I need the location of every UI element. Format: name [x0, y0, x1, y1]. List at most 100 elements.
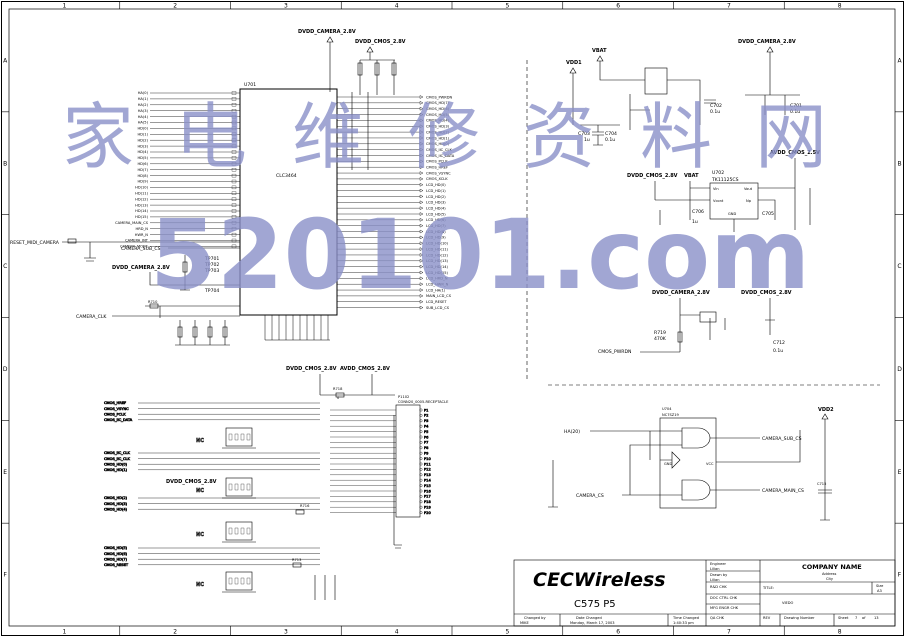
- u701-body: [239, 88, 338, 316]
- engineer-value: Lilian: [710, 567, 719, 571]
- row-label-right: C: [897, 263, 901, 270]
- rd-chk: R&D CHK: [710, 585, 727, 589]
- c715-label: C715: [817, 482, 826, 486]
- doc-chk: DOC CTRL CHK: [710, 596, 738, 600]
- connector-net-g4: CMOS_HD(5): [104, 546, 128, 550]
- u701-left-net: HA(0): [138, 91, 149, 95]
- rail-vbat-mid: VBAT: [684, 173, 699, 179]
- p1102-pin: P18: [424, 500, 431, 504]
- c703-label: C703: [578, 131, 590, 137]
- date-label: Date Changed: [576, 616, 602, 620]
- connector-net-g4: CMOS_RESET: [104, 563, 129, 567]
- size-value: A3: [877, 589, 882, 593]
- u701-right-net: LCD_RESET: [426, 300, 447, 304]
- drawn-label: Drawn by: [710, 573, 728, 577]
- nc-label: NC: [196, 488, 204, 494]
- u701-right-net: LCD_HD(11): [426, 247, 449, 251]
- u701-left-net: HA(1): [138, 97, 149, 101]
- p1102-pin: P11: [424, 462, 431, 466]
- time-value: 1:40:33 pm: [673, 621, 694, 625]
- u702-ref: U702: [712, 170, 724, 176]
- company-city: City: [826, 577, 834, 581]
- wm-url: 520101.com: [150, 199, 810, 311]
- u701-right-net: LCD_HD(2): [426, 195, 446, 199]
- u701-right-net: LCD_HD(6): [426, 218, 446, 222]
- connector-net-g1: CMOS_HREF: [104, 401, 126, 405]
- p1102-body: [395, 404, 421, 518]
- qa-chk: QA CHK: [710, 616, 725, 620]
- u701-right-net: LCD_HD(10): [426, 242, 449, 246]
- u701-right-net: LCD_HA(1): [426, 288, 446, 292]
- u701-right-net: SUB_LCD_CS: [426, 306, 450, 310]
- row-label-left: E: [3, 469, 7, 476]
- u701-right-net: LCD_HD(4): [426, 206, 446, 210]
- company-address: Address: [822, 572, 836, 576]
- rail-vbat-top: VBAT: [592, 48, 607, 54]
- logic-section: U704 NC7SZ19 HA(20) CAMERA_CS VCC GND CA…: [548, 407, 834, 521]
- sheet-value: 7: [855, 616, 857, 620]
- u701-right-net: CMOS_HD(3): [426, 125, 450, 129]
- u701-left-net: HD(10): [135, 186, 148, 190]
- u701-right-net: CMOS_HD(1): [426, 136, 450, 140]
- col-label-bottom: 7: [727, 629, 731, 636]
- watermark: 家 电 维 修 资 料 网 520101.com: [62, 95, 827, 311]
- rail-avdd-cmos-mid: AVDD_CMOS_2.8V: [340, 366, 390, 372]
- u701-left-net: HD(5): [137, 156, 148, 160]
- row-label-right: D: [897, 366, 902, 373]
- rail-dvdd-camera-right: DVDD_CAMERA_2.8V: [738, 39, 796, 45]
- r718-label: R718: [333, 387, 343, 391]
- rail-dvdd-cmos-mid: DVDD_CMOS_2.8V: [286, 366, 337, 372]
- wm-char-1: 电: [175, 95, 247, 179]
- col-label-bottom: 4: [395, 629, 399, 636]
- u701-right-net: LCD_HRD_N: [426, 277, 448, 281]
- out-sub-cs: CAMERA_SUB_CS: [762, 436, 802, 442]
- col-label-top: 4: [395, 3, 399, 10]
- row-label-left: D: [3, 366, 8, 373]
- u701-right-net: LCD_HD(15): [426, 271, 449, 275]
- u701-left-net: CAMERA_MAIN_CS: [115, 221, 149, 225]
- c712-value: 0.1u: [773, 348, 783, 354]
- u701-left-net: HD(8): [137, 174, 148, 178]
- cmos-pwrdn-net: CMOS_PWRDN: [598, 349, 631, 355]
- p1102-pin: P2: [424, 414, 428, 418]
- date-value: Monday, March 17, 2003: [570, 621, 615, 625]
- row-label-right: E: [898, 469, 902, 476]
- mfg-chk: MFG ENGR CHK: [710, 606, 739, 610]
- u701-left-net: HD(4): [137, 150, 148, 154]
- u701-left-net: HD(0): [137, 127, 148, 131]
- col-label-bottom: 1: [62, 629, 66, 636]
- u702-gnd: GND: [728, 212, 736, 216]
- col-label-top: 2: [173, 3, 177, 10]
- wm-char-6: 网: [755, 95, 827, 179]
- u701-left-net: HA(5): [138, 121, 149, 125]
- row-label-left: B: [3, 160, 7, 167]
- rail-dvdd-cmos-top: DVDD_CMOS_2.8V: [355, 39, 406, 45]
- r713-label: R713: [292, 558, 301, 562]
- u701-left-net: HWR_N: [135, 233, 149, 237]
- u701-right-net: CMOS_VSYNC: [426, 171, 451, 175]
- row-label-left: C: [3, 263, 7, 270]
- u701-ref: U701: [244, 82, 256, 88]
- connector-net-g2: CMOS_IIC_CLK: [104, 457, 130, 461]
- top-rails: DVDD_CAMERA_2.8V DVDD_CMOS_2.8V: [298, 29, 406, 170]
- u701-left-net: HA(3): [138, 109, 149, 113]
- u701-right-net: CMOS_HD(4): [426, 119, 450, 123]
- u701-right-pins: CMOS_PWRDNCMOS_HD(7)CMOS_HD(6)CMOS_HD(5)…: [337, 95, 455, 310]
- col-label-bottom: 3: [284, 629, 288, 636]
- p1102-pin: P3: [424, 419, 428, 423]
- wm-char-5: 料: [640, 95, 712, 179]
- p1102-pin: P5: [424, 430, 428, 434]
- ha20-net: HA(20): [564, 429, 580, 435]
- sheet-label: Sheet: [838, 616, 849, 620]
- u701-left-net: HD(2): [137, 138, 148, 142]
- of-value: 13: [874, 616, 879, 620]
- u702-vout: Vout: [744, 187, 753, 191]
- u701-part: CLC3464: [276, 173, 297, 179]
- col-label-top: 1: [62, 3, 66, 10]
- col-label-top: 8: [838, 3, 842, 10]
- row-label-right: F: [898, 572, 902, 579]
- u701-right-net: LCD_HD(14): [426, 265, 449, 269]
- company-logo: CECWireless: [533, 569, 666, 591]
